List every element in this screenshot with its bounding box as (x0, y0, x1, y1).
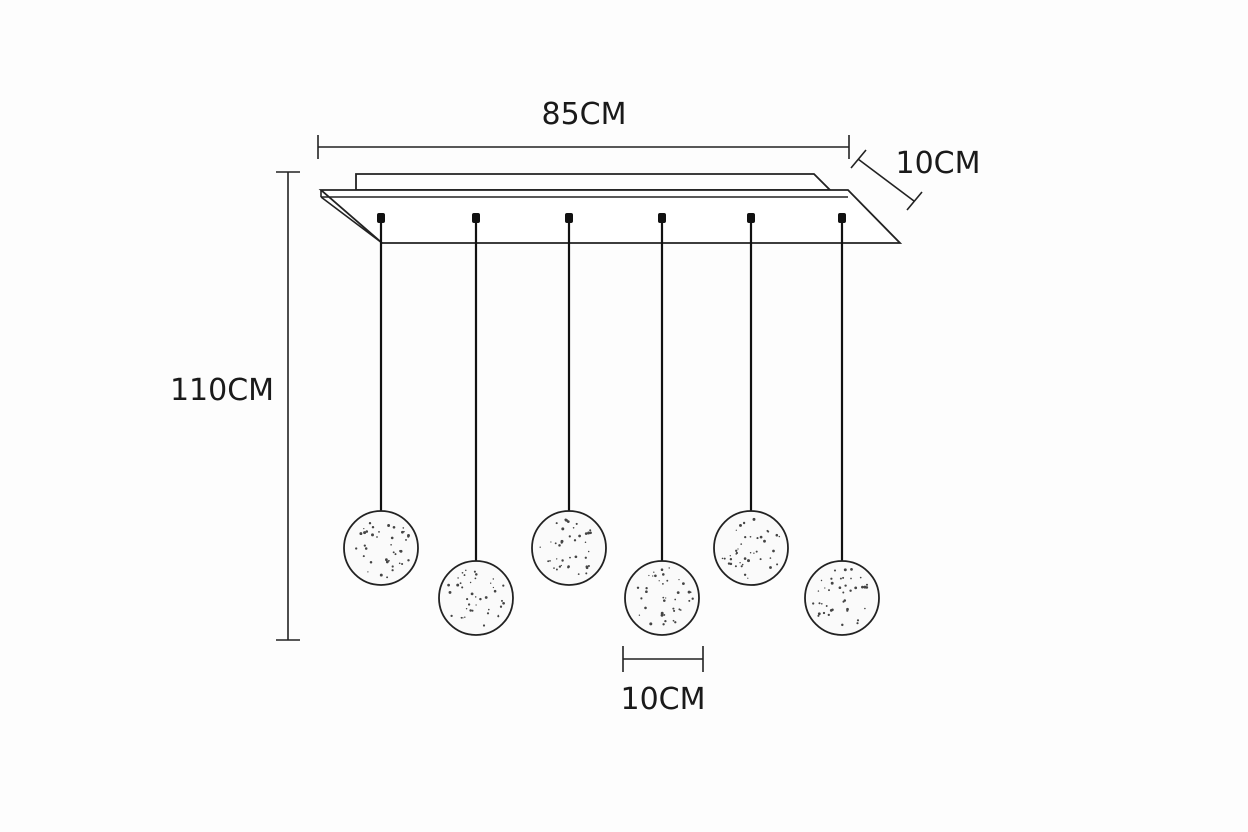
globe-label: 10CM (620, 682, 705, 717)
globe-texture (447, 569, 505, 627)
globe-texture (721, 517, 781, 579)
height-label: 110CM (170, 373, 274, 408)
pendant-cap (377, 213, 385, 223)
depth-dimension: 10CM (850, 146, 981, 211)
globe-shade (713, 510, 789, 586)
pendant-6 (804, 213, 880, 636)
globe-dimension: 10CM (620, 646, 706, 717)
globe-texture (812, 568, 869, 627)
globe-texture (355, 521, 410, 579)
width-label: 85CM (541, 97, 626, 132)
pendant-cap (658, 213, 666, 223)
height-dimension: 110CM (170, 171, 300, 641)
width-dimension: 85CM (317, 97, 850, 159)
pendant-3 (531, 213, 607, 586)
pendant-cap (838, 213, 846, 223)
globe-shade (624, 560, 700, 636)
pendant-cap (747, 213, 755, 223)
globe-shade (804, 560, 880, 636)
globe-texture (539, 518, 592, 575)
pendant-cap (472, 213, 480, 223)
ceiling-canopy (318, 173, 903, 244)
pendant-2 (438, 213, 514, 636)
depth-label: 10CM (895, 146, 980, 181)
globe-texture (636, 567, 694, 626)
pendant-4 (624, 213, 700, 636)
pendant-cap (565, 213, 573, 223)
pendant-1 (343, 213, 419, 586)
pendant-5 (713, 213, 789, 586)
globe-shade (438, 560, 514, 636)
pendant-group (343, 213, 880, 636)
globe-shade (343, 510, 419, 586)
